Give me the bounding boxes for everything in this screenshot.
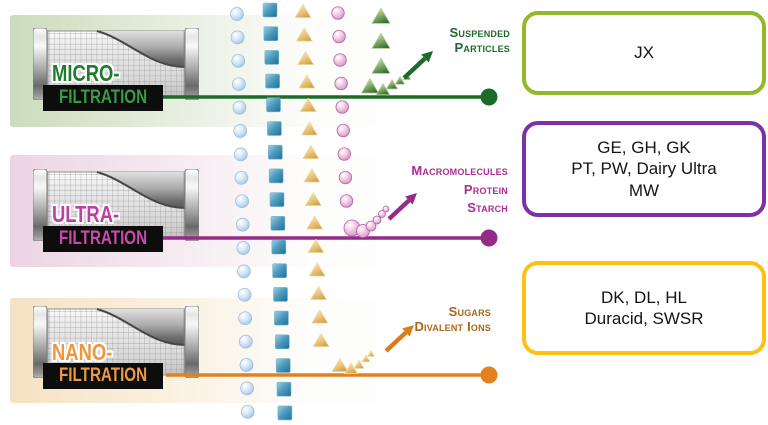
particle-triangle-green (402, 72, 412, 80)
membrane-codes-box-micro: JX (522, 11, 766, 95)
band-title-box-ultra-text: FILTRATION (58, 228, 148, 249)
membrane-codes-box-ultra: GE, GH, GK PT, PW, Dairy Ultra MW (522, 121, 766, 217)
membrane-codes-line: PT, PW, Dairy Ultra (571, 159, 717, 179)
rejected-label-nano: Sugars Divalent Ions (414, 304, 491, 334)
band-title-box-nano-text: FILTRATION (58, 365, 148, 386)
reject-arrow (384, 330, 408, 353)
band-title-box-nano: FILTRATION (43, 363, 163, 389)
particle-triangle-green (385, 78, 399, 90)
membrane-line-endpoint (480, 88, 498, 106)
band-title-box-micro: FILTRATION (43, 85, 163, 111)
particle-triangle-green (375, 83, 391, 95)
rejected-label-line: Protein (463, 181, 508, 197)
rejected-label-line: Particles (454, 39, 510, 55)
membrane-line-endpoint (480, 229, 498, 247)
band-title-nano: NANO- (52, 339, 113, 365)
reject-arrow (387, 198, 411, 221)
particle-circle-blue (240, 404, 255, 419)
membrane-line-endpoint (480, 366, 498, 384)
rejected-label-ultra: Macromolecules Protein Starch (411, 162, 508, 218)
particle-circle-pink (378, 210, 386, 218)
membrane-codes-line: DK, DL, HL (601, 287, 687, 307)
reject-arrow-head (402, 325, 414, 337)
membrane-codes-line: Duracid, SWSR (584, 309, 704, 328)
rejected-label-line: Macromolecules (411, 163, 508, 178)
particle-circle-pink (382, 205, 390, 213)
membrane-codes-box-nano: DK, DL, HL Duracid, SWSR (522, 261, 766, 355)
band-title-box-micro-text: FILTRATION (58, 87, 148, 108)
reject-arrow (402, 56, 427, 80)
membrane-codes-line: MW (628, 180, 660, 200)
band-title-ultra: ULTRA- (52, 201, 120, 227)
rejected-label-line: Sugars (448, 304, 491, 319)
band-title-box-ultra: FILTRATION (43, 226, 163, 252)
particle-triangle-green (394, 75, 406, 85)
particle-square-blue (277, 405, 293, 421)
band-title-micro: MICRO- (52, 60, 120, 86)
reject-arrow-head (421, 51, 433, 63)
rejected-label-micro: Suspended Particles (449, 25, 510, 55)
membrane-codes-line: JX (634, 43, 654, 63)
rejected-label-line: Divalent Ions (414, 319, 491, 334)
rejected-label-line: Starch (467, 200, 508, 215)
membrane-codes-line: GE, GH, GK (597, 137, 691, 157)
filter-cartridge-image (32, 27, 200, 101)
rejected-label-line: Suspended (449, 25, 510, 40)
